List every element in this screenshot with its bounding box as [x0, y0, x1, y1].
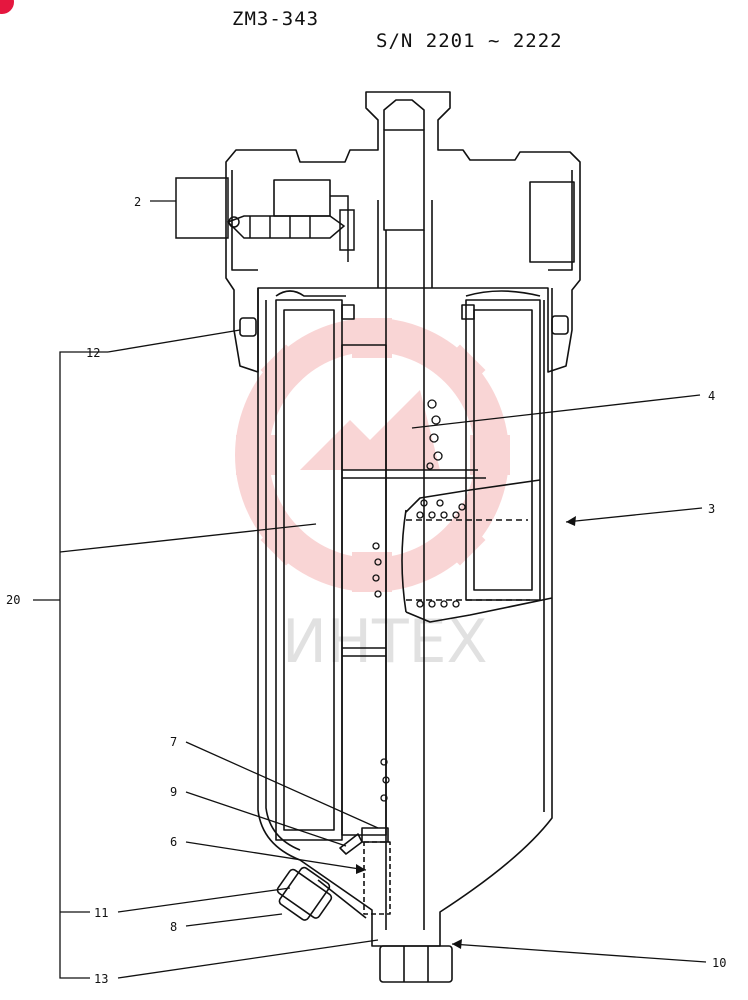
callout-11: 11: [94, 906, 108, 920]
watermark-gear-icon: [235, 318, 510, 592]
callout-7: 7: [170, 735, 177, 749]
callout-3: 3: [708, 502, 715, 516]
perforation-holes: [372, 399, 466, 802]
callout-20: 20: [6, 593, 20, 607]
bleed-screw: [175, 177, 355, 262]
callout-2: 2: [134, 195, 141, 209]
model-number: ZM3-343: [232, 8, 320, 30]
bottom-nut: [379, 945, 453, 983]
drain-valve: [276, 866, 333, 921]
center-bolt: [383, 99, 425, 130]
center-tube: [341, 344, 387, 836]
callout-12: 12: [86, 346, 100, 360]
callout-6: 6: [170, 835, 177, 849]
serial-range: S/N 2201 ~ 2222: [376, 30, 563, 52]
filter-bowl: [257, 288, 553, 947]
leader-lines: [33, 200, 707, 979]
callout-13: 13: [94, 972, 108, 986]
callout-10: 10: [712, 956, 726, 970]
callout-9: 9: [170, 785, 177, 799]
arrowheads: [356, 516, 576, 949]
filter-head: [225, 91, 581, 373]
callout-8: 8: [170, 920, 177, 934]
callout-4: 4: [708, 389, 715, 403]
